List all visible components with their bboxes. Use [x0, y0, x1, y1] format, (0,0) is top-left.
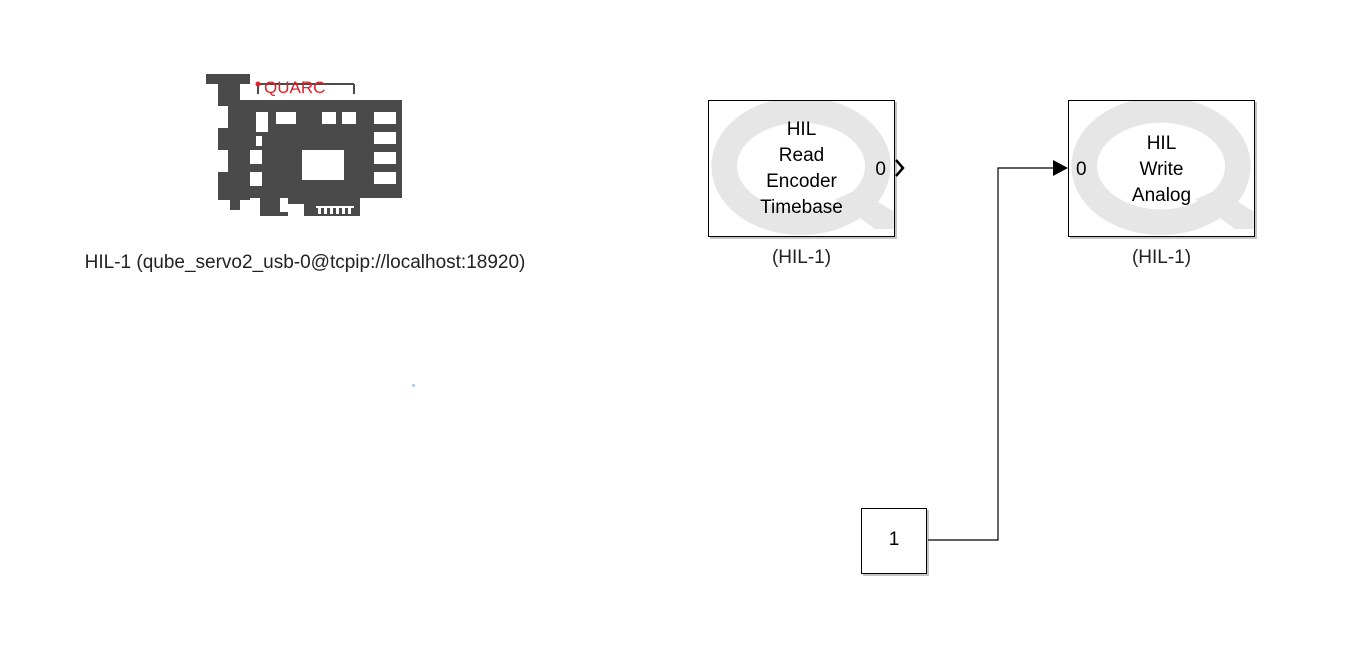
- output-port-chevron-icon: [895, 159, 905, 177]
- quarc-brand-text: QUARC: [264, 78, 325, 97]
- block-line: Encoder: [766, 171, 837, 192]
- hil-write-analog-block[interactable]: HIL Write Analog 0: [1068, 100, 1255, 237]
- constant-value: 1: [888, 529, 900, 550]
- block-line: Write: [1139, 159, 1184, 180]
- output-port-label: 0: [875, 159, 886, 180]
- block-line: Analog: [1131, 185, 1192, 206]
- write-analog-caption: (HIL-1): [1131, 247, 1192, 268]
- input-port-label: 0: [1076, 159, 1087, 180]
- quarc-watermark-icon: [1071, 101, 1254, 235]
- hil-initialize-block[interactable]: QUARC: [204, 72, 404, 247]
- hil-read-encoder-timebase-block[interactable]: HIL Read Encoder Timebase 0: [708, 100, 895, 237]
- constant-block[interactable]: 1: [861, 508, 927, 574]
- block-line: Read: [778, 145, 825, 166]
- signal-line: [928, 167, 1056, 541]
- hil-initialize-caption: HIL-1 (qube_servo2_usb-0@tcpip://localho…: [84, 252, 526, 273]
- read-encoder-caption: (HIL-1): [771, 247, 832, 268]
- quarc-card-icon: QUARC: [206, 74, 402, 216]
- canvas-dot: [412, 384, 415, 387]
- block-line: Timebase: [760, 197, 843, 218]
- block-line: HIL: [1146, 133, 1177, 154]
- quarc-watermark-icon: [711, 101, 894, 235]
- block-line: HIL: [786, 119, 817, 140]
